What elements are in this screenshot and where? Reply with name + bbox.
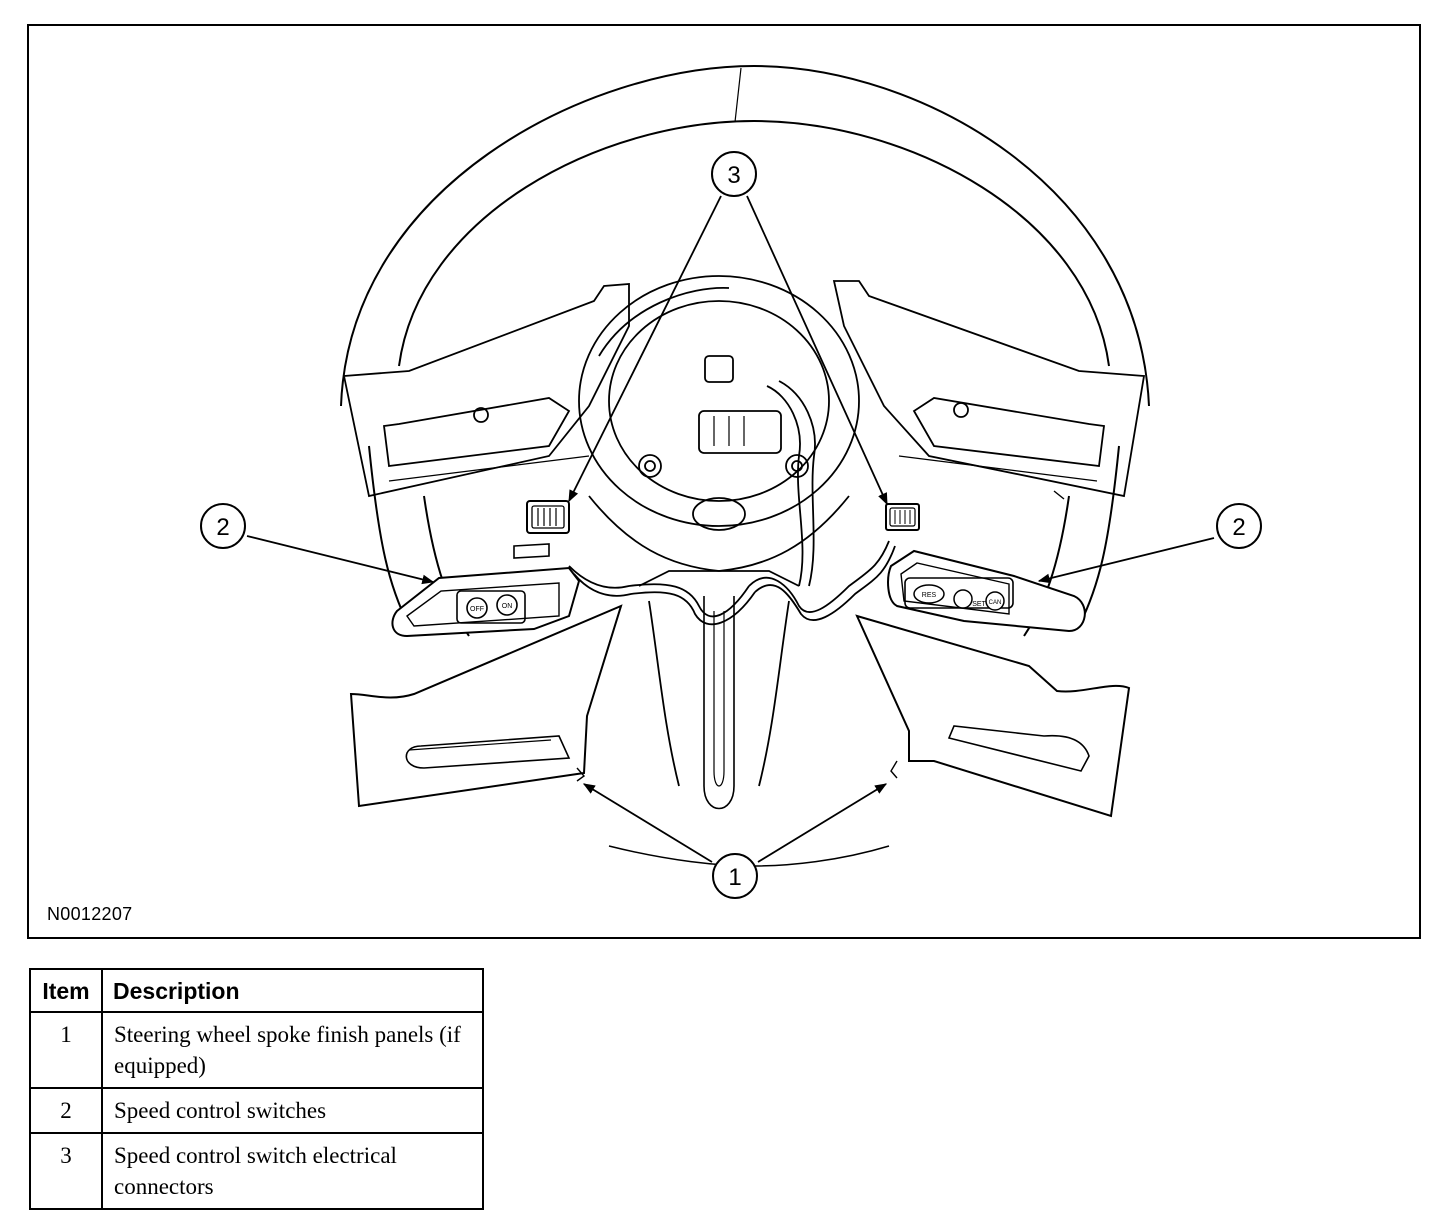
legend-table: Item Description 1 Steering wheel spoke …: [29, 968, 484, 1210]
callout-2-left-label: 2: [216, 514, 229, 541]
legend-item-number: 1: [29, 1011, 103, 1089]
legend-item-number: 3: [29, 1132, 103, 1210]
diagram-frame: OFF ON RES SET CAN: [27, 24, 1421, 939]
right-speed-control-switch: RES SET CAN: [887, 549, 1086, 633]
legend-item-description: Speed control switches: [101, 1087, 484, 1134]
right-switch-can-label: CAN: [989, 600, 1002, 606]
legend-header-item: Item: [29, 968, 103, 1013]
figure-id: N0012207: [47, 904, 133, 924]
callout-2-right: 2: [1216, 503, 1262, 549]
right-wiring-harness: [748, 540, 896, 621]
callout-2-left: 2: [200, 503, 246, 549]
right-switch-set-label: SET: [972, 601, 986, 608]
right-switch-res-label: RES: [922, 592, 937, 599]
left-electrical-connector: [526, 500, 570, 534]
right-electrical-connector: [885, 503, 920, 531]
left-wiring-harness: [568, 565, 756, 626]
legend-row: 2 Speed control switches: [29, 1087, 484, 1134]
steering-wheel-diagram: OFF ON RES SET CAN: [200, 64, 1262, 899]
left-switch-off-label: OFF: [470, 606, 484, 613]
legend-item-description: Speed control switch electrical connecto…: [101, 1132, 484, 1210]
legend-item-description: Steering wheel spoke finish panels (if e…: [101, 1011, 484, 1089]
callout-2-right-label: 2: [1232, 514, 1245, 541]
left-spoke-finish-panel: [349, 604, 623, 808]
legend-row: 1 Steering wheel spoke finish panels (if…: [29, 1011, 484, 1089]
right-spoke-finish-panel: [855, 614, 1131, 818]
callout-1: 1: [712, 853, 758, 899]
legend-header-description: Description: [101, 968, 484, 1013]
legend-row: 3 Speed control switch electrical connec…: [29, 1132, 484, 1210]
legend-item-number: 2: [29, 1087, 103, 1134]
steering-wheel-spokes: [342, 280, 1146, 500]
steering-wheel-hub: [578, 275, 860, 810]
left-switch-on-label: ON: [502, 603, 513, 610]
leader-lines: [246, 195, 1215, 863]
callout-3-label: 3: [727, 162, 740, 189]
callout-1-label: 1: [728, 864, 741, 891]
left-speed-control-switch: OFF ON: [391, 543, 581, 638]
callout-3: 3: [711, 151, 757, 197]
legend-header-row: Item Description: [29, 968, 484, 1013]
